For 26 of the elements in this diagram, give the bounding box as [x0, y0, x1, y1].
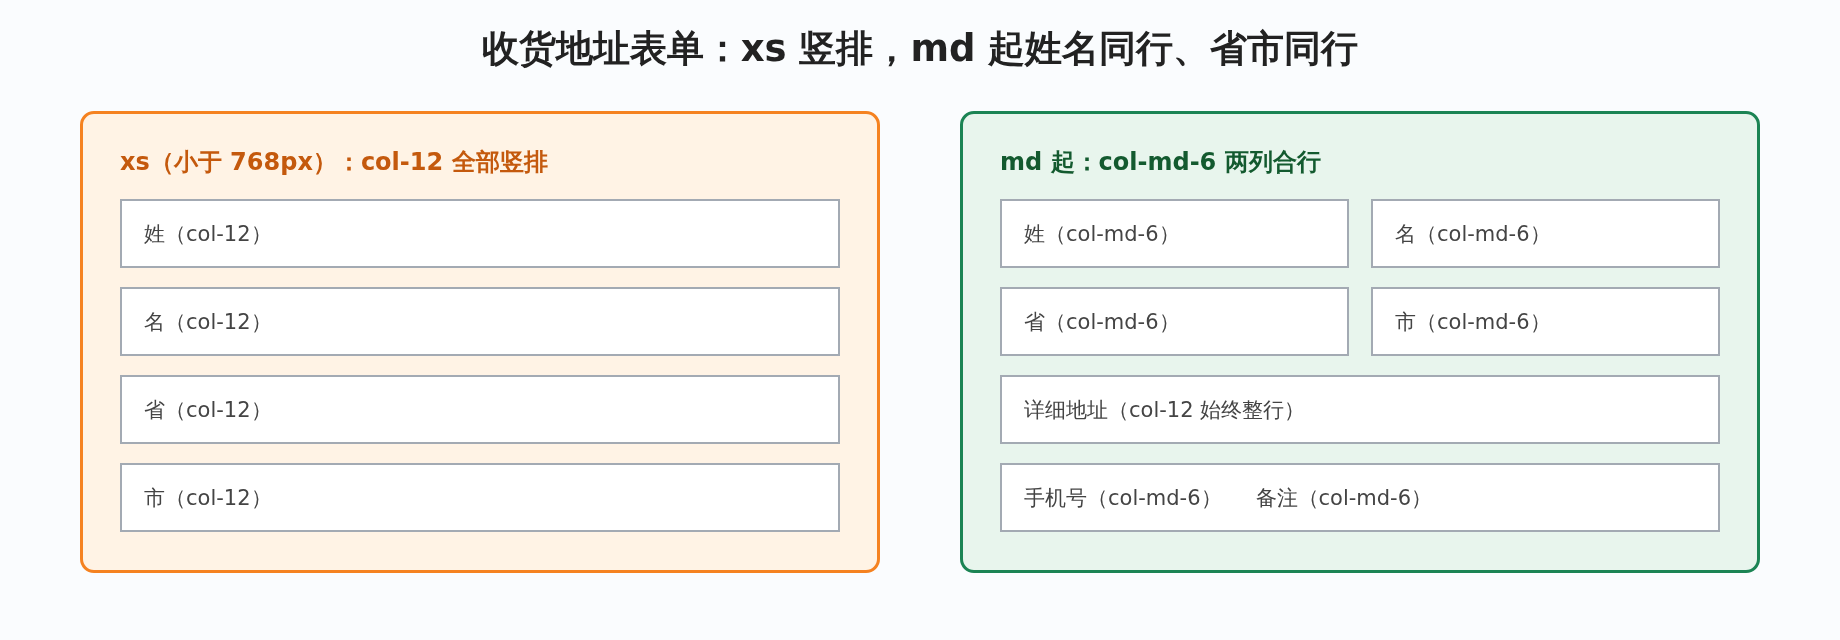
field-label: 市（col-12） [144, 484, 272, 512]
layout-panel [960, 111, 1760, 573]
field-label: 名（col-md-6） [1395, 220, 1551, 248]
field-label: 详细地址（col-12 始终整行） [1024, 396, 1306, 424]
field-label: 名（col-12） [144, 308, 272, 336]
form-field [120, 463, 840, 532]
field-label: 姓（col-12） [144, 220, 272, 248]
field-label: 市（col-md-6） [1395, 308, 1551, 336]
form-field [1371, 199, 1720, 268]
form-field [1371, 287, 1720, 356]
form-field [1000, 463, 1720, 532]
diagram-title: 收货地址表单：xs 竖排，md 起姓名同行、省市同行 [481, 27, 1359, 70]
field-label: 省（col-md-6） [1024, 308, 1180, 336]
form-field [120, 375, 840, 444]
field-label: 省（col-12） [144, 396, 272, 424]
field-label: 姓（col-md-6） [1024, 220, 1180, 248]
layout-panel [80, 111, 880, 573]
form-field [1000, 199, 1349, 268]
form-field [120, 287, 840, 356]
panel-heading: md 起：col-md-6 两列合行 [1000, 147, 1321, 178]
field-label: 备注（col-md-6） [1255, 484, 1433, 512]
form-field [120, 199, 840, 268]
form-field [1000, 375, 1720, 444]
form-field [1000, 287, 1349, 356]
field-label: 手机号（col-md-6） [1024, 484, 1222, 512]
panel-heading: xs（小于 768px）：col-12 全部竖排 [120, 147, 548, 178]
